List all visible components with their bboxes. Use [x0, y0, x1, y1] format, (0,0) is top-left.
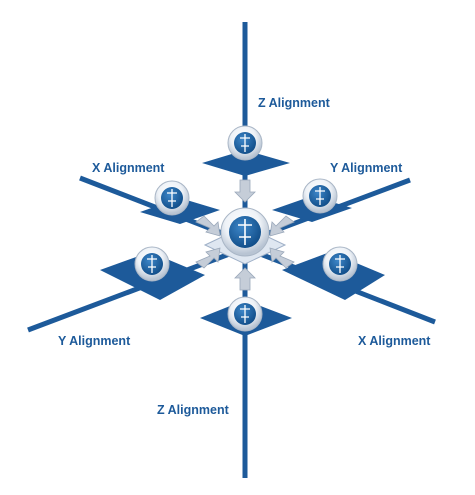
alignment-node-icon: [303, 179, 337, 213]
alignment-node-icon: [135, 247, 169, 281]
alignment-node-icon: [155, 181, 189, 215]
alignment-node-icon: [228, 126, 262, 160]
label-x-upper-left: X Alignment: [92, 161, 165, 175]
nodes: [135, 126, 357, 331]
label-z-top: Z Alignment: [258, 96, 331, 110]
label-z-bottom: Z Alignment: [157, 403, 230, 417]
label-y-upper-right: Y Alignment: [330, 161, 403, 175]
label-x-lower-right: X Alignment: [358, 334, 431, 348]
alignment-node-icon: [228, 297, 262, 331]
arrow-icon: [196, 248, 220, 268]
arrow-icon: [235, 180, 255, 202]
alignment-node-icon: [323, 247, 357, 281]
alignment-node-icon: [221, 208, 269, 256]
label-y-lower-left: Y Alignment: [58, 334, 131, 348]
arrow-icon: [235, 268, 255, 290]
